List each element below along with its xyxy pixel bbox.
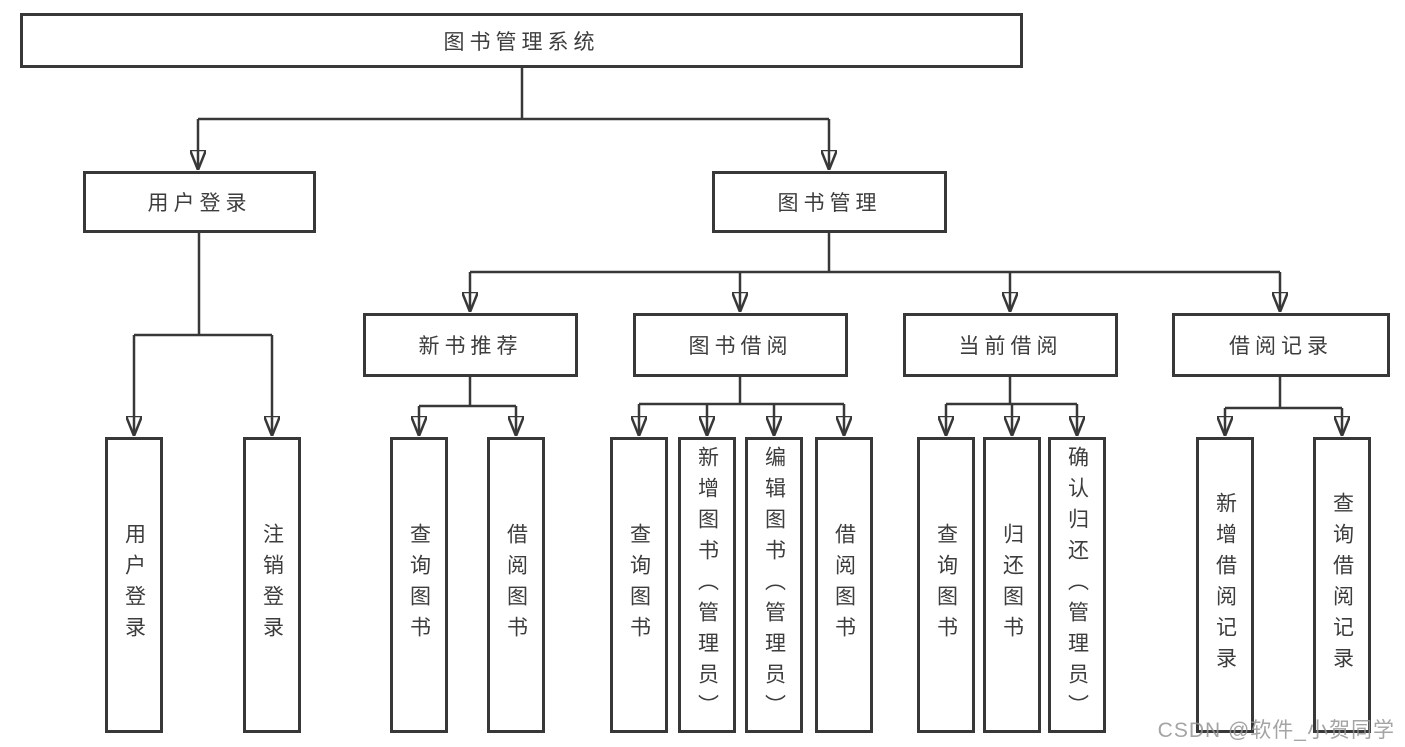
leaf-return-book-label: 归还图书 [1000,523,1024,647]
leaf-return-book: 归还图书 [983,437,1041,733]
leaf-query-borrow-record-label: 查询借阅记录 [1330,492,1354,678]
leaf-query-book-1: 查询图书 [390,437,448,733]
leaf-query-book-2: 查询图书 [610,437,668,733]
connector-skeleton [134,68,1342,410]
leaf-borrow-book-1: 借阅图书 [487,437,545,733]
leaf-query-book-2-label: 查询图书 [627,523,651,647]
leaf-borrow-book-2: 借阅图书 [815,437,873,733]
leaf-logout-label: 注销登录 [260,523,284,647]
leaf-add-book: 新增图书（管理员） [678,437,736,733]
leaf-query-book-3-label: 查询图书 [934,523,958,647]
leaf-borrow-book-2-label: 借阅图书 [832,523,856,647]
leaf-user-login-label: 用户登录 [122,523,146,647]
node-new-book-rec: 新书推荐 [363,313,578,377]
leaf-user-login: 用户登录 [105,437,163,733]
leaf-add-borrow-record-label: 新增借阅记录 [1213,492,1237,678]
node-borrow-record: 借阅记录 [1172,313,1390,377]
leaf-query-book-3: 查询图书 [917,437,975,733]
leaf-confirm-return: 确认归还（管理员） [1048,437,1106,733]
node-current-borrow: 当前借阅 [903,313,1118,377]
leaf-add-book-label: 新增图书（管理员） [695,445,719,725]
node-book-borrow: 图书借阅 [633,313,848,377]
leaf-edit-book-label: 编辑图书（管理员） [762,445,786,725]
leaf-add-borrow-record: 新增借阅记录 [1196,437,1254,733]
node-root: 图书管理系统 [20,13,1023,68]
leaf-logout: 注销登录 [243,437,301,733]
leaf-confirm-return-label: 确认归还（管理员） [1065,445,1089,725]
leaf-edit-book: 编辑图书（管理员） [745,437,803,733]
leaf-query-borrow-record: 查询借阅记录 [1313,437,1371,733]
csdn-watermark: CSDN @软件_小贺同学 [1157,719,1395,742]
node-user-login: 用户登录 [83,171,316,233]
leaf-borrow-book-1-label: 借阅图书 [504,523,528,647]
node-book-management: 图书管理 [712,171,947,233]
leaf-query-book-1-label: 查询图书 [407,523,431,647]
